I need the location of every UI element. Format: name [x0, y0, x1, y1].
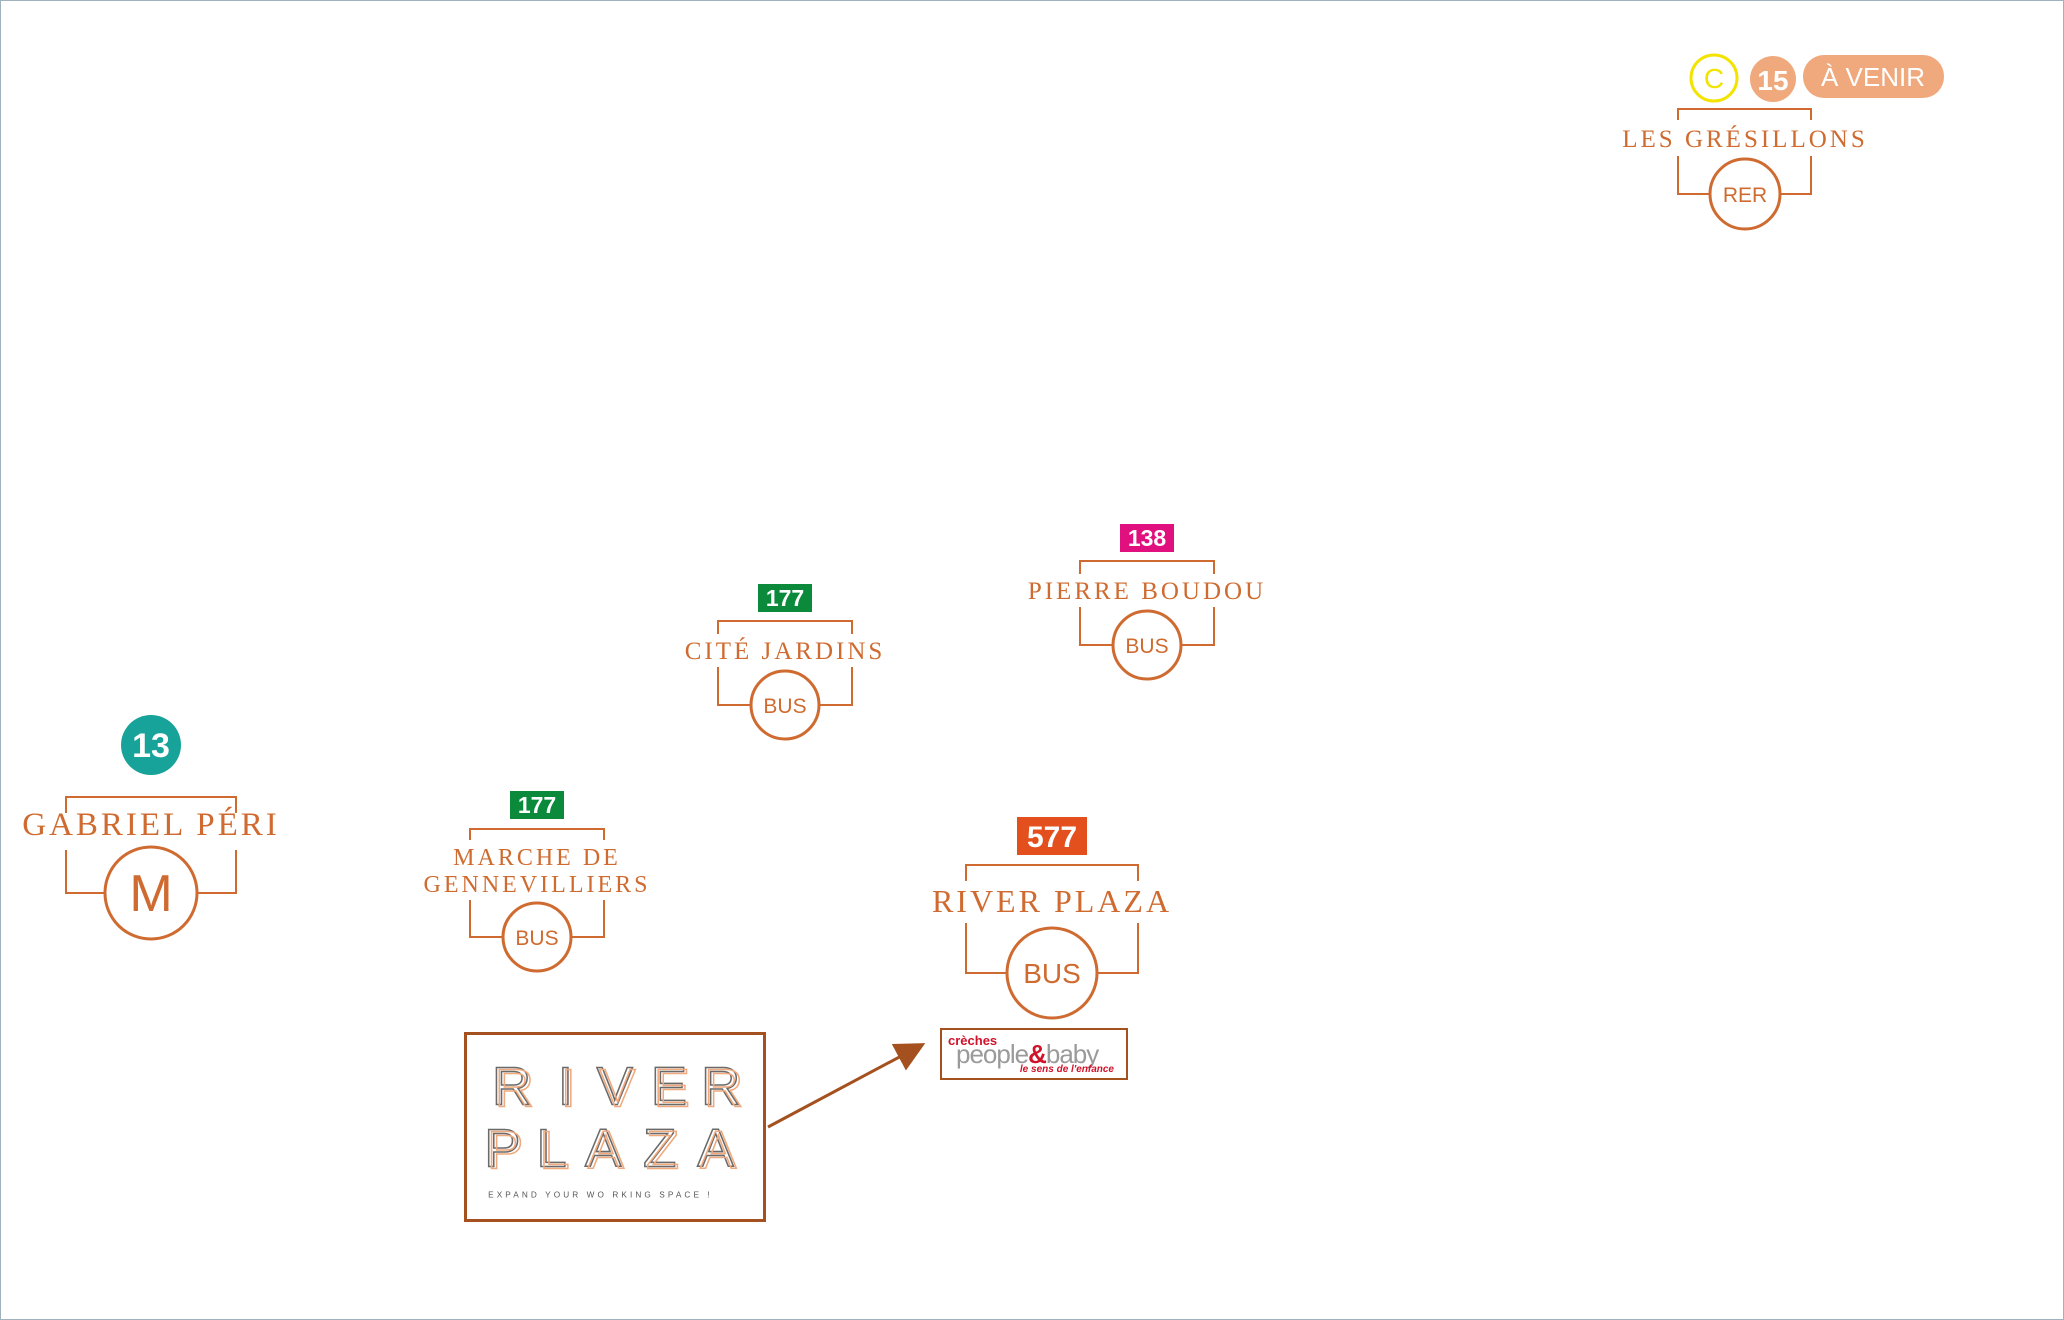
station-bracket-right: [819, 667, 853, 706]
bus-577-badge: [1017, 817, 1087, 855]
logo-letter-shadow: R: [704, 1059, 743, 1119]
mode-label: M: [129, 865, 172, 923]
station-bracket-top: [469, 828, 605, 840]
station-cite-jardins[interactable]: 177 CITÉ JARDINS BUS: [625, 577, 945, 877]
line-13-label: 13: [132, 727, 170, 765]
logo-letter: P: [484, 1119, 520, 1179]
line-15-badge: [1750, 56, 1796, 102]
station-bracket-top: [1079, 560, 1215, 574]
logo-letter-shadow: R: [495, 1059, 534, 1119]
station-name: GABRIEL PÉRI: [22, 806, 280, 843]
creche-brand: people&baby: [956, 1039, 1099, 1070]
station-bracket-left: [1677, 156, 1710, 195]
logo-letter-shadow: I: [561, 1059, 576, 1119]
river-plaza-logo: R R I I V V E E R R P P L L A A Z Z A A …: [464, 1032, 766, 1222]
bus-177-label: 177: [766, 585, 804, 611]
upcoming-label: À VENIR: [1821, 62, 1925, 92]
station-gabriel-peri[interactable]: 13 GABRIEL PÉRI M: [0, 710, 311, 1010]
rer-c-badge: [1689, 53, 1739, 103]
line-13-badge: [121, 715, 181, 775]
station-bracket-right: [197, 850, 237, 894]
bus-177-badge: [758, 584, 812, 612]
logo-letter: Z: [643, 1119, 676, 1179]
logo-letter-shadow: L: [539, 1121, 569, 1181]
bus-177-badge: [510, 791, 564, 819]
station-name: RIVER PLAZA: [932, 883, 1172, 919]
logo-letter-shadow: E: [654, 1059, 690, 1119]
line-15-label: 15: [1757, 65, 1788, 96]
bus-577-label: 577: [1027, 821, 1077, 854]
station-bracket-top: [65, 796, 237, 813]
station-bracket-top: [717, 620, 853, 634]
station-bracket-left: [1079, 607, 1113, 646]
station-bracket-left: [965, 923, 1007, 974]
logo-letter-shadow: A: [588, 1121, 625, 1181]
logo-letter-shadow: V: [600, 1059, 636, 1119]
station-bracket-top: [1677, 108, 1812, 120]
logo-letter: R: [492, 1057, 531, 1117]
logo-letter: E: [651, 1057, 687, 1117]
mode-label: BUS: [1125, 635, 1168, 658]
logo-letter: V: [597, 1057, 633, 1117]
rer-icon: [1708, 157, 1782, 231]
station-bracket-right: [571, 900, 605, 938]
logo-letter: I: [558, 1057, 573, 1117]
creche-amp: &: [1028, 1039, 1047, 1069]
upcoming-badge: [1803, 55, 1944, 98]
station-bracket-left: [469, 900, 503, 938]
bus-icon: [749, 669, 821, 741]
logo-letter-shadow: P: [487, 1121, 523, 1181]
metro-icon: [103, 845, 199, 941]
bus-icon: [501, 901, 573, 973]
station-bracket-top: [965, 864, 1139, 881]
mode-label: BUS: [1023, 958, 1081, 989]
station-marche-de-gennevilliers[interactable]: 177 MARCHE DE GENNEVILLIERS BUS: [377, 783, 697, 1083]
rer-c-label: C: [1704, 63, 1724, 94]
logo-letter-shadow: A: [700, 1121, 737, 1181]
station-name-line1: MARCHE DE: [453, 845, 621, 871]
creche-brand-b: baby: [1045, 1039, 1099, 1069]
creche-top-label: crèches: [948, 1033, 998, 1048]
station-bracket-left: [65, 850, 105, 894]
logo-letter: L: [537, 1119, 567, 1179]
mode-label: BUS: [515, 927, 558, 950]
station-name: CITÉ JARDINS: [685, 637, 886, 665]
mode-label: BUS: [763, 695, 806, 718]
station-bracket-right: [1181, 607, 1215, 646]
bus-icon: [1111, 609, 1183, 681]
logo-letter: R: [701, 1057, 740, 1117]
station-river-plaza[interactable]: 577 RIVER PLAZA BUS: [892, 808, 1212, 1108]
mode-label: RER: [1723, 184, 1767, 207]
station-name-line2: GENNEVILLIERS: [424, 872, 651, 898]
bus-138-badge: [1120, 524, 1174, 552]
logo-letter: A: [585, 1119, 622, 1179]
bus-138-label: 138: [1128, 525, 1167, 551]
station-bracket-left: [717, 667, 751, 706]
station-les-gresillons[interactable]: C 15 À VENIR LES GRÉSILLONS RER: [1585, 48, 1944, 348]
logo-tagline: EXPAND YOUR WO RKING SPACE !: [488, 1191, 713, 1200]
station-bracket-right: [1779, 156, 1812, 195]
logo-letter-shadow: Z: [646, 1121, 679, 1181]
station-name: PIERRE BOUDOU: [1028, 578, 1266, 605]
logo-letter: A: [697, 1119, 734, 1179]
creche-tagline: le sens de l'enfance: [1019, 1064, 1114, 1075]
station-name: LES GRÉSILLONS: [1622, 125, 1867, 153]
creches-people-baby-logo: crèches people&baby le sens de l'enfance: [940, 1028, 1128, 1080]
creche-brand-a: people: [956, 1039, 1029, 1069]
bus-177-label: 177: [518, 792, 556, 818]
station-pierre-boudou[interactable]: 138 PIERRE BOUDOU BUS: [987, 517, 1307, 817]
bus-icon: [1005, 926, 1099, 1020]
station-bracket-right: [1097, 923, 1139, 974]
